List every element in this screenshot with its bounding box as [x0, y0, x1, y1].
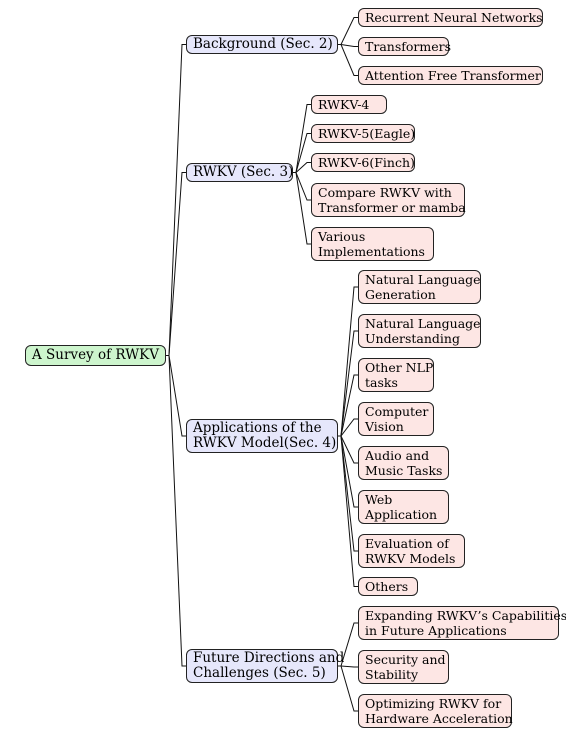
leaf-label-line: Compare RWKV with	[318, 185, 452, 200]
edge-root-to-section	[166, 44, 186, 356]
leaf-label-line: Other NLP	[365, 360, 434, 375]
leaf-label-line: tasks	[365, 375, 398, 390]
leaf-label-line: Stability	[365, 667, 419, 682]
section-background: Background (Sec. 2)	[186, 35, 338, 54]
leaf-natural-language-understanding: Natural Language Understanding	[358, 314, 481, 348]
section-label-line: Challenges (Sec. 5)	[193, 665, 326, 681]
leaf-label-line: Transformers	[365, 39, 451, 54]
leaf-label-line: RWKV-4	[318, 97, 370, 112]
leaf-label-line: Optimizing RWKV for	[365, 696, 502, 711]
leaf-label-line: Transformer or mamba	[318, 200, 466, 215]
leaf-various-implementations: Various Implementations	[311, 227, 434, 261]
section-label-line: Applications of the	[193, 420, 322, 436]
edge-section-to-leaf	[338, 44, 358, 76]
edge-section-to-leaf	[338, 330, 358, 437]
leaf-natural-language-generation: Natural Language Generation	[358, 270, 481, 304]
leaf-label-line: Implementations	[318, 244, 425, 259]
edge-section-to-leaf	[338, 435, 358, 552]
leaf-label-line: RWKV-6(Finch)	[318, 155, 415, 170]
leaf-label-line: Attention Free Transformer	[365, 68, 541, 83]
section-label-line: RWKV (Sec. 3)	[193, 164, 294, 180]
leaf-expanding-capabilities: Expanding RWKV’s Capabilities in Future …	[358, 606, 566, 640]
leaf-recurrent-neural-networks: Recurrent Neural Networks	[358, 8, 543, 27]
root-node: A Survey of RWKV	[25, 345, 166, 366]
leaf-label-line: RWKV-5(Eagle)	[318, 126, 416, 141]
leaf-attention-free-transformer: Attention Free Transformer	[358, 66, 543, 85]
section-label-line: Future Directions and	[193, 650, 345, 666]
leaf-label-line: Natural Language	[365, 316, 481, 331]
leaf-rwkv-4: RWKV-4	[311, 95, 387, 114]
leaf-rwkv-5-eagle: RWKV-5(Eagle)	[311, 124, 415, 143]
leaf-label-line: Security and	[365, 652, 446, 667]
leaf-label-line: Vision	[365, 419, 404, 434]
leaf-security-stability: Security and Stability	[358, 650, 449, 684]
edge-root-to-section	[166, 355, 186, 667]
section-applications: Applications of the RWKV Model(Sec. 4)	[186, 419, 338, 453]
edge-section-to-leaf	[338, 665, 358, 712]
section-label-line: Background (Sec. 2)	[193, 36, 333, 52]
leaf-label-line: Hardware Acceleration	[365, 711, 513, 726]
edge-section-to-leaf	[338, 286, 358, 437]
leaf-web-application: Web Application	[358, 490, 449, 524]
leaf-optimizing-hardware: Optimizing RWKV for Hardware Acceleratio…	[358, 694, 513, 728]
edge-root-to-section	[166, 355, 186, 437]
leaf-other-nlp-tasks: Other NLP tasks	[358, 358, 434, 392]
section-rwkv: RWKV (Sec. 3)	[186, 163, 293, 182]
leaf-label-line: Application	[365, 507, 438, 522]
edge-section-to-leaf	[338, 17, 358, 45]
leaf-label-line: Evaluation of	[365, 536, 449, 551]
leaf-label-line: Music Tasks	[365, 463, 443, 478]
section-label-line: RWKV Model(Sec. 4)	[193, 435, 337, 451]
leaf-label-line: Audio and	[365, 448, 430, 463]
leaf-label-line: Computer	[365, 404, 429, 419]
leaf-label-line: Web	[365, 492, 393, 507]
edge-section-to-leaf	[338, 435, 358, 587]
leaf-label-line: Various	[318, 229, 366, 244]
leaf-audio-music-tasks: Audio and Music Tasks	[358, 446, 449, 480]
leaf-transformers: Transformers	[358, 37, 451, 56]
leaf-label-line: Understanding	[365, 331, 460, 346]
leaf-rwkv-6-finch: RWKV-6(Finch)	[311, 153, 415, 172]
edge-section-to-leaf	[293, 172, 311, 201]
leaf-others: Others	[358, 577, 418, 596]
edge-section-to-leaf	[293, 172, 311, 245]
leaf-label-line: RWKV Models	[365, 551, 456, 566]
leaf-compare-rwkv: Compare RWKV with Transformer or mamba	[311, 183, 466, 217]
leaf-computer-vision: Computer Vision	[358, 402, 434, 436]
section-future-directions: Future Directions and Challenges (Sec. 5…	[186, 649, 345, 683]
leaf-evaluation-rwkv-models: Evaluation of RWKV Models	[358, 534, 465, 568]
leaf-label-line: Others	[365, 579, 409, 594]
leaf-label-line: Natural Language	[365, 272, 481, 287]
leaf-label-line: Recurrent Neural Networks	[365, 10, 543, 25]
leaf-label-line: in Future Applications	[365, 623, 507, 638]
leaf-label-line: Expanding RWKV’s Capabilities	[365, 608, 566, 623]
root-label: A Survey of RWKV	[32, 347, 159, 363]
leaf-label-line: Generation	[365, 287, 436, 302]
edge-section-to-leaf	[293, 162, 311, 173]
